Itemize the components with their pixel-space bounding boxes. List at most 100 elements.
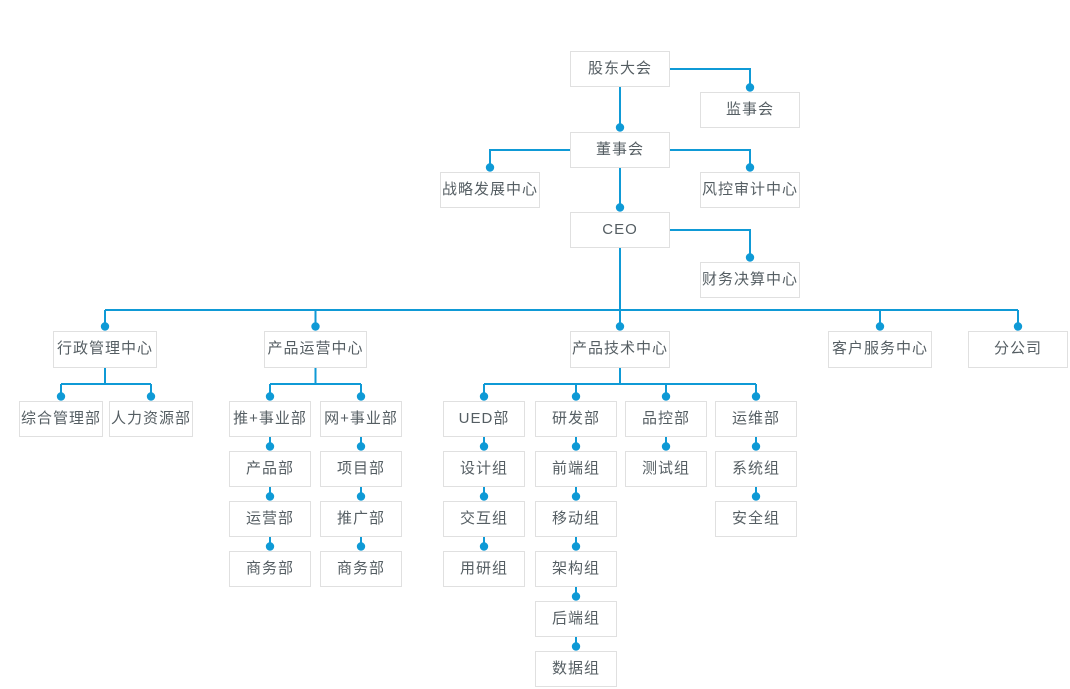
connector-dot [571, 592, 581, 601]
org-node-label: 用研组 [459, 559, 508, 577]
org-node-label: 网+事业部 [324, 409, 398, 427]
org-node-label: 品控部 [641, 409, 690, 427]
connector-dot [615, 203, 625, 212]
connector-dot [875, 322, 885, 331]
org-node-label: 推+事业部 [233, 409, 307, 427]
org-node-label: CEO [602, 220, 638, 238]
connector-dot [745, 83, 755, 92]
org-node-project-dept: 项目部 [320, 451, 402, 487]
org-node-qc-dept: 品控部 [625, 401, 707, 437]
org-node-label: 移动组 [551, 509, 600, 527]
org-node-business-dept-2: 商务部 [320, 551, 402, 587]
connector-dot [479, 492, 489, 501]
org-node-label: 架构组 [551, 559, 600, 577]
connector-dot [356, 442, 366, 451]
connector-dot [615, 322, 625, 331]
connector-dot [56, 392, 66, 401]
org-node-research-group: 用研组 [443, 551, 525, 587]
org-node-label: 产品技术中心 [571, 340, 668, 357]
org-node-om-dept: 运维部 [715, 401, 797, 437]
org-node-branch-company: 分公司 [968, 331, 1068, 368]
org-node-label: 战略发展中心 [441, 180, 538, 198]
org-node-label: 设计组 [459, 459, 508, 477]
connector-dot [356, 492, 366, 501]
org-node-rnd-dept: 研发部 [535, 401, 617, 437]
org-node-promotion-dept: 推广部 [320, 501, 402, 537]
org-node-label: 产品运营中心 [267, 340, 364, 357]
org-node-label: 推广部 [336, 509, 385, 527]
org-node-label: 项目部 [336, 459, 385, 477]
connector-dot [479, 542, 489, 551]
org-node-label: 客户服务中心 [831, 340, 928, 357]
connector-dot [661, 442, 671, 451]
org-node-mobile-group: 移动组 [535, 501, 617, 537]
org-node-label: 研发部 [551, 409, 600, 427]
org-node-label: 董事会 [595, 140, 644, 158]
org-node-data-group: 数据组 [535, 651, 617, 687]
connector-dot [745, 253, 755, 262]
connector-dot [661, 392, 671, 401]
org-node-label: 安全组 [731, 509, 780, 527]
org-node-label: 商务部 [245, 559, 294, 577]
org-node-arch-group: 架构组 [535, 551, 617, 587]
connector-dot [100, 322, 110, 331]
org-node-design-group: 设计组 [443, 451, 525, 487]
org-node-system-group: 系统组 [715, 451, 797, 487]
connector-dot [485, 163, 495, 172]
org-node-risk-audit-center: 风控审计中心 [700, 172, 800, 208]
connector-dot [571, 642, 581, 651]
connector-dot [571, 542, 581, 551]
connector-dot [745, 163, 755, 172]
org-node-tech-center: 产品技术中心 [570, 331, 670, 368]
connector-dot [356, 392, 366, 401]
connector-dot [751, 442, 761, 451]
org-node-test-group: 测试组 [625, 451, 707, 487]
org-node-shareholders-meeting: 股东大会 [570, 51, 670, 87]
org-node-ued-dept: UED部 [443, 401, 525, 437]
org-node-general-admin-dept: 综合管理部 [19, 401, 103, 437]
connector-dot [265, 392, 275, 401]
org-node-label: 行政管理中心 [56, 340, 153, 357]
connector-dot [751, 492, 761, 501]
connector-dot [265, 442, 275, 451]
connector-dot [615, 123, 625, 132]
org-node-label: 商务部 [336, 559, 385, 577]
connector-dot [265, 492, 275, 501]
org-node-product-dept: 产品部 [229, 451, 311, 487]
connector-dot [571, 492, 581, 501]
connector-dot [571, 392, 581, 401]
org-node-board-of-directors: 董事会 [570, 132, 670, 168]
connector-dot [1013, 322, 1023, 331]
org-node-interaction-group: 交互组 [443, 501, 525, 537]
org-node-backend-group: 后端组 [535, 601, 617, 637]
org-node-label: UED部 [458, 409, 510, 427]
org-node-admin-center: 行政管理中心 [53, 331, 157, 368]
org-node-label: 监事会 [725, 100, 774, 118]
org-node-wang-division: 网+事业部 [320, 401, 402, 437]
edge-board-of-directors-risk-audit-center [670, 149, 751, 168]
edge-board-of-directors-strategy-center [489, 149, 570, 168]
org-node-tui-division: 推+事业部 [229, 401, 311, 437]
org-node-frontend-group: 前端组 [535, 451, 617, 487]
org-node-label: 人力资源部 [110, 409, 191, 427]
org-node-hr-dept: 人力资源部 [109, 401, 193, 437]
org-node-ceo: CEO [570, 212, 670, 248]
connector-dot [479, 392, 489, 401]
org-node-label: 财务决算中心 [701, 270, 798, 288]
connector-dot [356, 542, 366, 551]
connector-dot [571, 442, 581, 451]
org-node-service-center: 客户服务中心 [828, 331, 932, 368]
org-node-strategy-center: 战略发展中心 [440, 172, 540, 208]
org-node-business-dept-1: 商务部 [229, 551, 311, 587]
connector-dot [479, 442, 489, 451]
org-node-finance-center: 财务决算中心 [700, 262, 800, 298]
org-node-label: 后端组 [551, 609, 600, 627]
edge-shareholders-meeting-supervisory-board [670, 68, 751, 88]
org-node-label: 综合管理部 [20, 409, 101, 427]
connector-dot [146, 392, 156, 401]
org-node-label: 运营部 [245, 509, 294, 527]
connector-dot [265, 542, 275, 551]
org-node-operation-dept: 运营部 [229, 501, 311, 537]
org-node-label: 系统组 [731, 459, 780, 477]
